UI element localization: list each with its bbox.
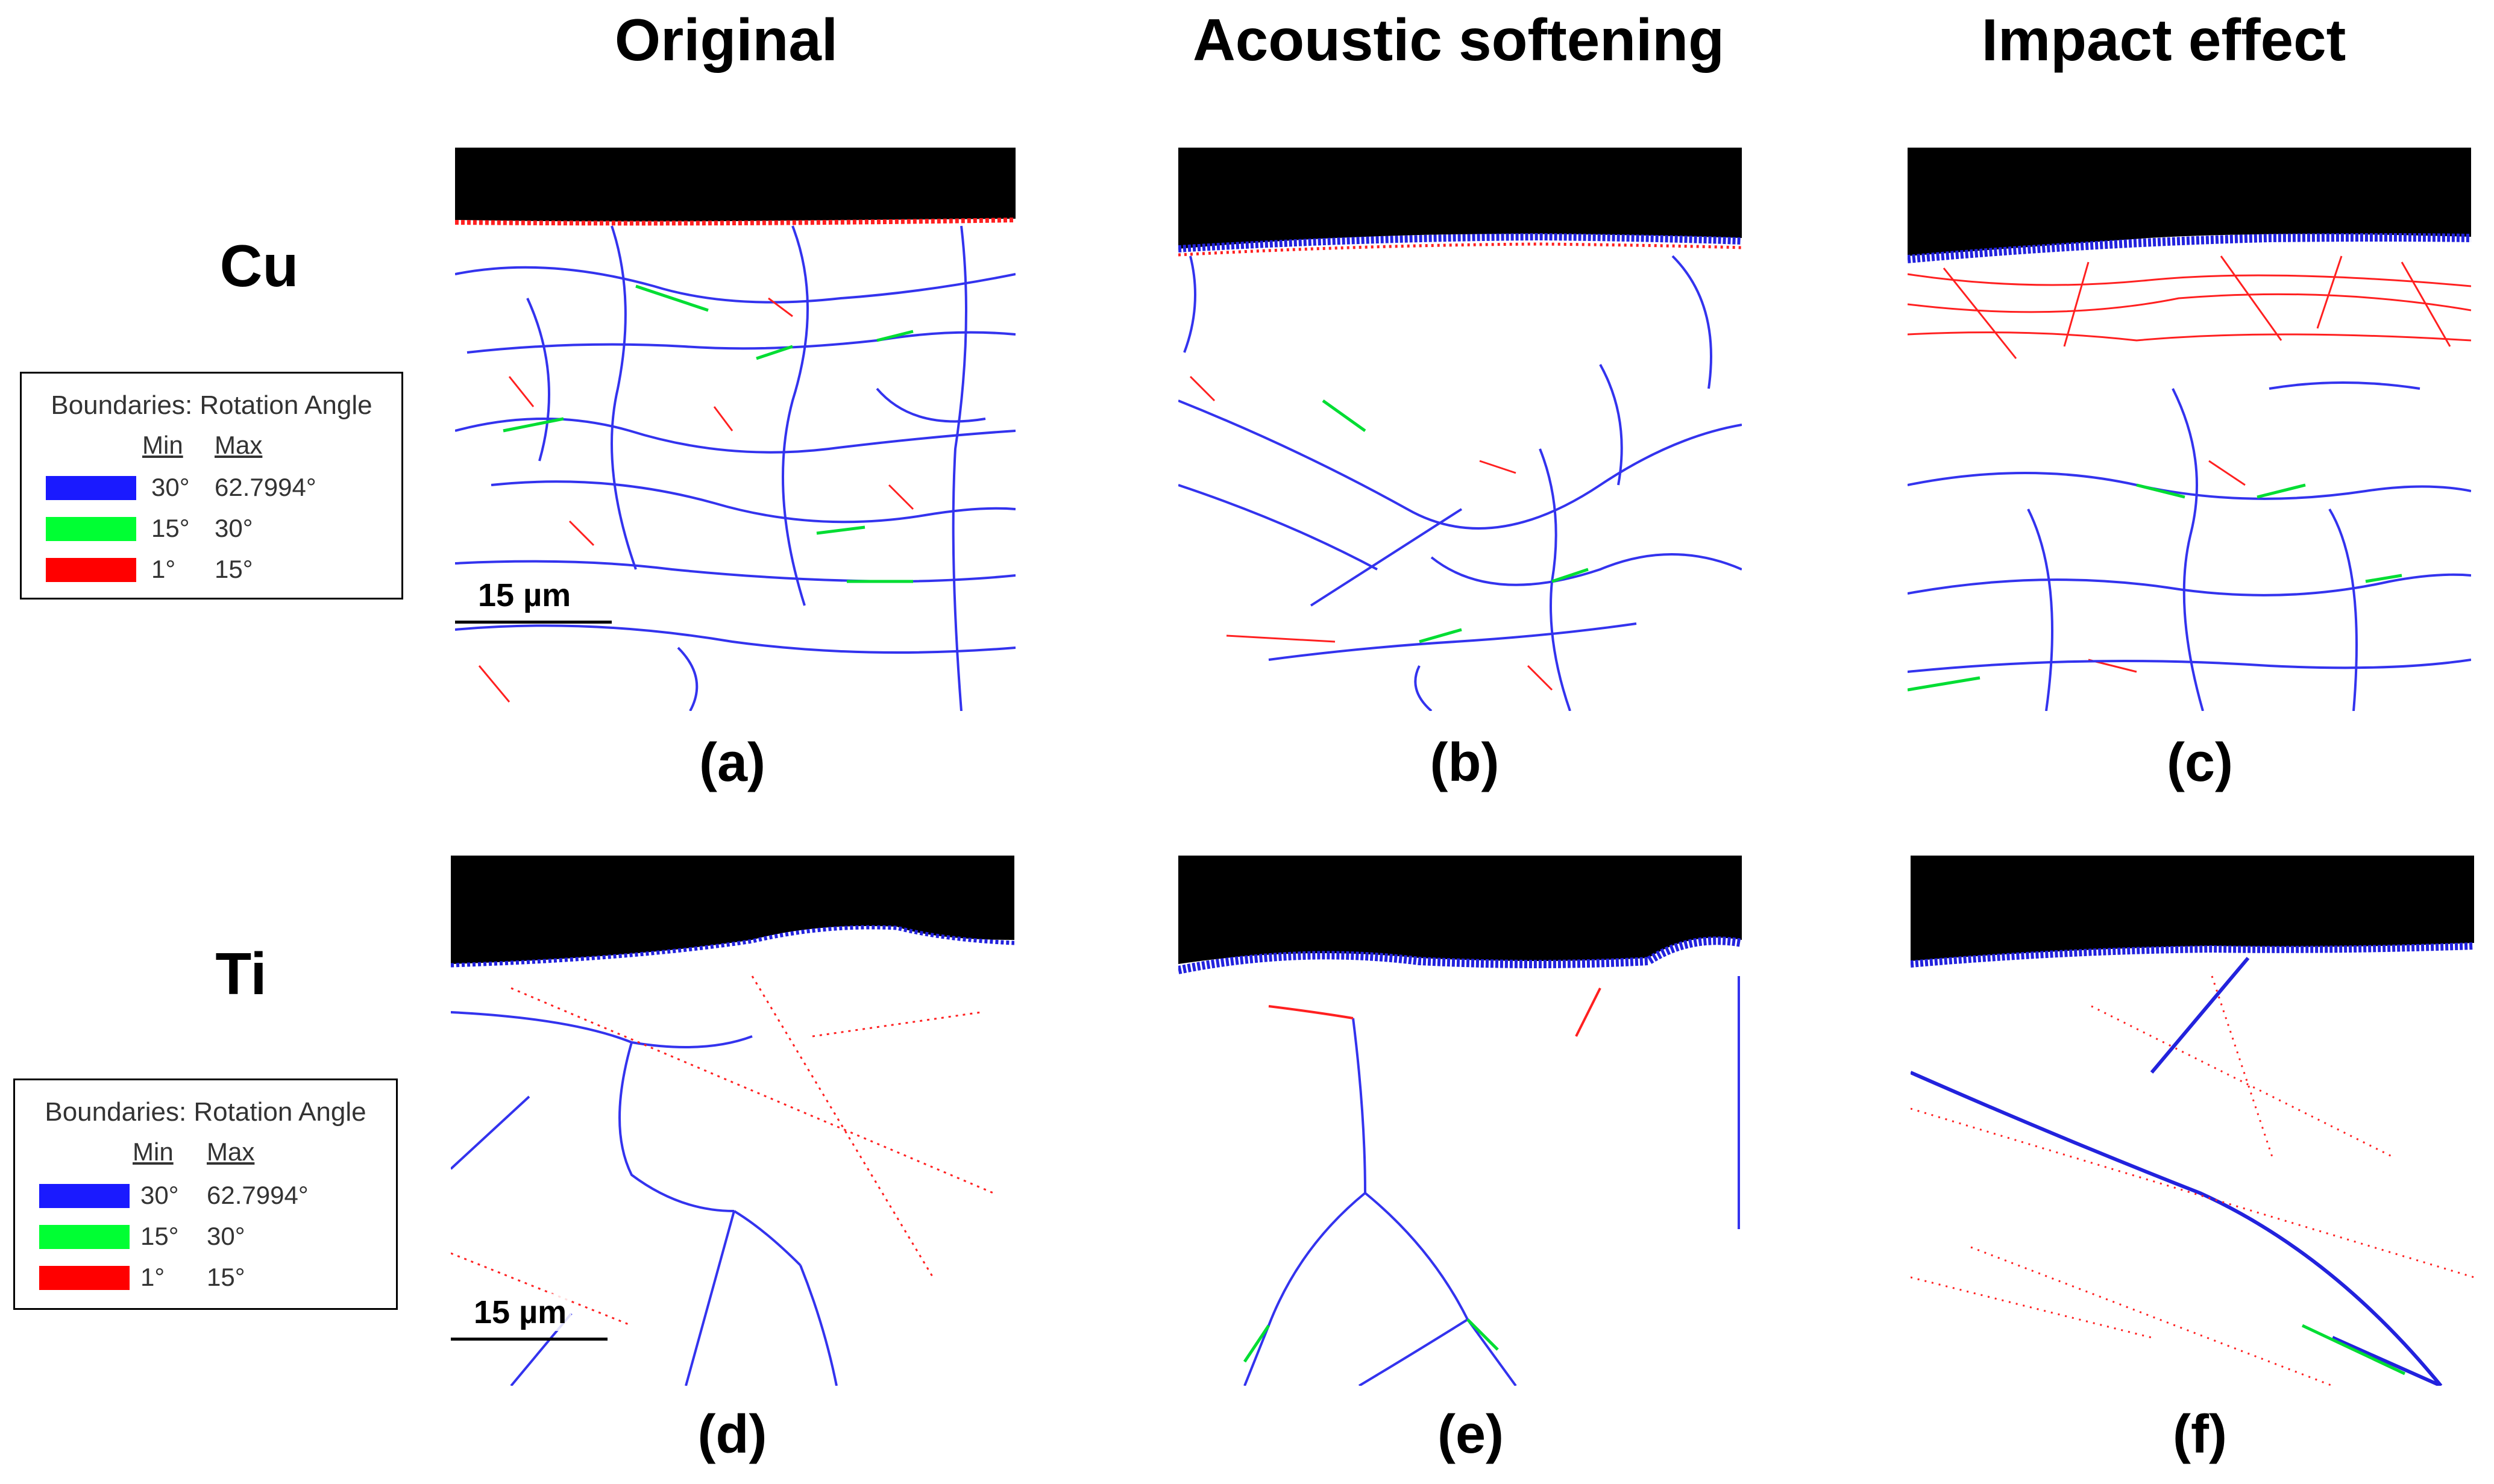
ebsd-map-ti-acoustic-softening — [1178, 856, 1742, 1386]
legend-ti: Boundaries: Rotation Angle Min Max 30° 6… — [13, 1079, 398, 1310]
legend-swatch-low — [46, 558, 136, 582]
legend-swatch-medium — [46, 517, 136, 541]
legend-min-header: Min — [142, 431, 183, 459]
legend-min: 30° — [140, 1181, 179, 1209]
ebsd-map-cu-impact-effect — [1908, 148, 2471, 711]
ebsd-map-ti-impact-effect — [1911, 856, 2474, 1386]
legend-min-header: Min — [133, 1138, 174, 1166]
legend-max: 62.7994° — [207, 1181, 309, 1209]
scale-bar-label: 15 µm — [473, 577, 576, 614]
scale-bar-line — [455, 621, 612, 624]
legend-swatch-high — [46, 476, 136, 500]
panel-label-e: (e) — [1437, 1404, 1504, 1465]
legend-min: 1° — [151, 555, 176, 583]
row-label-ti: Ti — [215, 941, 267, 1007]
legend-max-header: Max — [207, 1138, 255, 1166]
scale-bar-line — [451, 1338, 608, 1341]
legend-max: 62.7994° — [215, 473, 316, 501]
scale-bar-label: 15 µm — [469, 1294, 572, 1331]
column-title-original: Original — [614, 7, 838, 73]
panel-label-c: (c) — [2167, 733, 2233, 793]
ebsd-map-cu-acoustic-softening — [1178, 148, 1742, 711]
panel-label-d: (d) — [697, 1404, 767, 1465]
legend-title: Boundaries: Rotation Angle — [51, 390, 372, 420]
legend-min: 15° — [151, 514, 190, 542]
legend-cu: Boundaries: Rotation Angle Min Max 30° 6… — [20, 372, 403, 600]
legend-min: 1° — [140, 1263, 165, 1291]
column-title-impact-effect: Impact effect — [1981, 7, 2346, 73]
column-title-acoustic-softening: Acoustic softening — [1192, 7, 1725, 73]
legend-max: 15° — [207, 1263, 245, 1291]
ebsd-map-ti-original: 15 µm — [451, 856, 1014, 1386]
legend-max: 15° — [215, 555, 253, 583]
legend-min: 30° — [151, 473, 190, 501]
legend-min: 15° — [140, 1222, 179, 1250]
panel-label-f: (f) — [2173, 1404, 2227, 1465]
legend-max-header: Max — [215, 431, 263, 459]
legend-max: 30° — [207, 1222, 245, 1250]
legend-swatch-low — [39, 1266, 130, 1290]
legend-swatch-medium — [39, 1225, 130, 1249]
legend-swatch-high — [39, 1184, 130, 1208]
legend-title: Boundaries: Rotation Angle — [45, 1097, 366, 1127]
ebsd-map-cu-original: 15 µm — [455, 148, 1016, 711]
panel-label-b: (b) — [1430, 733, 1500, 793]
legend-max: 30° — [215, 514, 253, 542]
panel-label-a: (a) — [699, 733, 765, 793]
row-label-cu: Cu — [219, 233, 299, 299]
